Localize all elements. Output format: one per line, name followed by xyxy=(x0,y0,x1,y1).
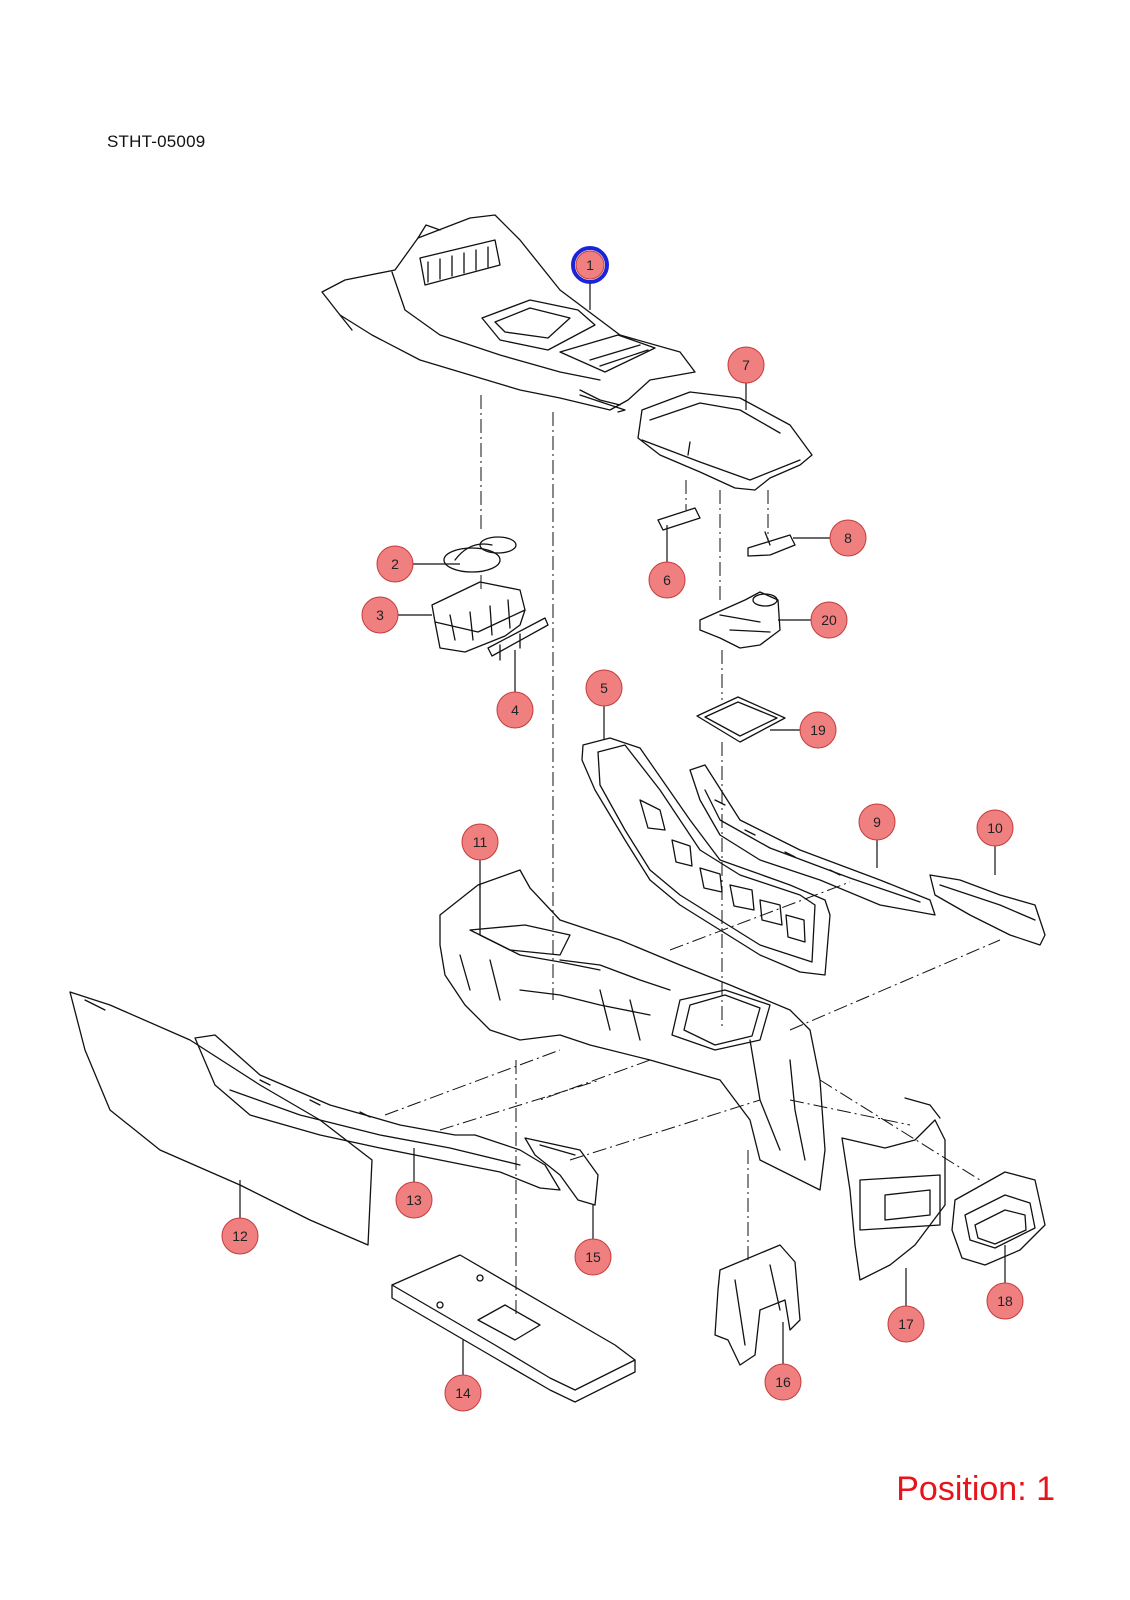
callout-circle xyxy=(727,346,765,384)
callout-6[interactable]: 6 xyxy=(648,525,686,599)
callout-15[interactable]: 15 xyxy=(574,1205,612,1276)
callout-label: 12 xyxy=(232,1228,248,1244)
part-15-small-trim-drawing xyxy=(524,1137,599,1206)
callout-11[interactable]: 11 xyxy=(461,823,499,888)
callout-circle xyxy=(764,1363,802,1401)
part-17-rear-panel-drawing xyxy=(841,1097,946,1281)
callout-circle xyxy=(799,711,837,749)
part-9-rail-drawing xyxy=(689,764,936,916)
part-5-side-panel-drawing xyxy=(581,737,831,976)
callout-12[interactable]: 12 xyxy=(221,1180,259,1255)
callout-label: 19 xyxy=(810,722,826,738)
part-11-console-body-drawing xyxy=(439,869,826,1191)
callout-circle xyxy=(221,1217,259,1255)
callout-label: 11 xyxy=(473,834,488,850)
callout-label: 6 xyxy=(663,572,671,588)
callout-label: 16 xyxy=(775,1374,791,1390)
part-2-mat-drawing xyxy=(443,536,517,573)
part-18-vent-bezel-drawing xyxy=(951,1171,1046,1266)
callout-label: 20 xyxy=(821,612,837,628)
callout-circle xyxy=(648,561,686,599)
callout-label: 2 xyxy=(391,556,399,572)
callout-label: 9 xyxy=(873,814,881,830)
callout-label: 8 xyxy=(844,530,852,546)
callout-4[interactable]: 4 xyxy=(496,650,534,729)
callout-circle xyxy=(810,601,848,639)
callout-circle xyxy=(361,596,399,634)
callout-label: 4 xyxy=(511,702,519,718)
part-7-armrest-drawing xyxy=(637,391,813,491)
callout-17[interactable]: 17 xyxy=(887,1268,925,1343)
callout-circle xyxy=(574,1238,612,1276)
callout-circle xyxy=(395,1181,433,1219)
callout-circle xyxy=(444,1374,482,1412)
part-12-side-panel-drawing xyxy=(69,991,373,1246)
position-label: Position: 1 xyxy=(896,1470,1055,1508)
callout-14[interactable]: 14 xyxy=(444,1340,482,1412)
callout-label: 18 xyxy=(997,1293,1013,1309)
callout-20[interactable]: 20 xyxy=(778,601,848,639)
callout-circle xyxy=(986,1282,1024,1320)
callout-label: 14 xyxy=(455,1385,471,1401)
part-3-cup-holder-drawing xyxy=(431,581,526,653)
callout-18[interactable]: 18 xyxy=(986,1245,1024,1320)
callout-8[interactable]: 8 xyxy=(793,519,867,557)
callout-circle xyxy=(461,823,499,861)
callout-5[interactable]: 5 xyxy=(585,669,623,740)
callout-label: 5 xyxy=(600,680,608,696)
part-4-strip-drawing xyxy=(487,617,549,661)
part-8-bracket-drawing xyxy=(747,531,796,557)
part-14-insulator-drawing xyxy=(391,1254,636,1403)
callout-label: 17 xyxy=(898,1316,914,1332)
part-10-end-trim-drawing xyxy=(929,874,1046,946)
callout-circle xyxy=(376,545,414,583)
callout-circle xyxy=(887,1305,925,1343)
callout-label: 13 xyxy=(406,1192,422,1208)
callout-label: 15 xyxy=(585,1249,601,1265)
callout-19[interactable]: 19 xyxy=(770,711,837,749)
callout-circle xyxy=(829,519,867,557)
part-6-latch-drawing xyxy=(657,507,701,531)
callout-label: 1 xyxy=(586,257,594,273)
callout-label: 3 xyxy=(376,607,384,623)
callout-circle xyxy=(585,669,623,707)
part-1-upper-trim-drawing xyxy=(321,214,696,413)
part-19-tray-mat-drawing xyxy=(696,696,786,743)
document-code: STHT-05009 xyxy=(107,132,206,151)
callout-3[interactable]: 3 xyxy=(361,596,432,634)
callout-label: 10 xyxy=(987,820,1003,836)
callout-circle xyxy=(575,250,605,280)
callout-13[interactable]: 13 xyxy=(395,1148,433,1219)
callout-circle xyxy=(496,691,534,729)
callout-2[interactable]: 2 xyxy=(376,545,460,583)
part-16-bracket-drawing xyxy=(714,1244,801,1366)
callout-circle xyxy=(976,809,1014,847)
callout-label: 7 xyxy=(742,357,750,373)
assembly-lines xyxy=(384,395,1001,1315)
callout-10[interactable]: 10 xyxy=(976,809,1014,875)
callout-1[interactable]: 1 xyxy=(571,246,609,310)
callout-9[interactable]: 9 xyxy=(858,803,896,868)
callout-16[interactable]: 16 xyxy=(764,1322,802,1401)
part-13-lower-rail-drawing xyxy=(194,1034,561,1191)
part-20-hinge-drawing xyxy=(699,591,781,649)
callout-circle xyxy=(858,803,896,841)
callout-7[interactable]: 7 xyxy=(727,346,765,410)
